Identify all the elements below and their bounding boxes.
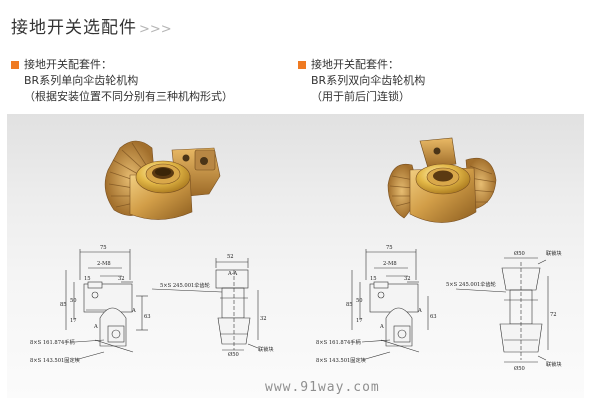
section-title: A-A [227, 271, 237, 277]
dim-label: 15 [84, 276, 91, 282]
page-title-text: 接地开关选配件 [11, 18, 137, 38]
dim-label: 85 [346, 302, 353, 308]
bullet-square-icon [298, 61, 306, 69]
right-mechanism-photo [387, 137, 497, 223]
right-section: 接地开关配套件： BR系列双向伞齿轮机构 （用于前后门连锁） [298, 57, 425, 105]
watermark: www.91way.com [265, 380, 380, 395]
dim-label: Ø50 [514, 250, 525, 257]
section-marker: A [131, 308, 136, 314]
part-label: 8×S 143.501固定块 [316, 356, 367, 364]
dim-label: 17 [356, 318, 363, 324]
part-label: 联锁块 [546, 360, 562, 368]
title-arrows: >>> [139, 22, 172, 37]
dim-label: 63 [144, 314, 151, 320]
section-marker: A [379, 324, 384, 330]
part-label: 5×S 245.001伞齿轮 [160, 281, 210, 289]
dim-label: 50 [356, 298, 363, 304]
right-section-heading: 接地开关配套件： [311, 58, 399, 71]
right-section-line1: BR系列双向伞齿轮机构 [311, 74, 426, 87]
dim-label: 32 [404, 276, 411, 282]
dim-label: Ø50 [228, 351, 239, 358]
dim-label: 75 [100, 245, 107, 251]
right-section-line2: （用于前后门连锁） [311, 90, 410, 103]
part-label: 联锁块 [258, 345, 274, 353]
right-technical-drawing [351, 249, 549, 363]
left-section-line1: BR系列单向伞齿轮机构 [24, 74, 139, 87]
dim-label: 2-M8 [97, 261, 111, 267]
dim-label: Ø50 [514, 365, 525, 372]
left-section-line2: （根据安装位置不同分别有三种机构形式） [24, 90, 233, 103]
part-label: 5×S 245.001伞齿轮 [446, 280, 496, 288]
page-title: 接地开关选配件>>> [11, 13, 172, 38]
dim-label: 63 [430, 314, 437, 320]
bullet-square-icon [11, 61, 19, 69]
part-label: 8×S 143.501固定块 [30, 356, 81, 364]
left-mechanism-photo [104, 140, 221, 220]
dim-label: 75 [386, 245, 393, 251]
section-marker: A [417, 308, 422, 314]
part-label: 联锁块 [546, 249, 562, 257]
left-section-heading: 接地开关配套件： [24, 58, 112, 71]
dim-label: 15 [370, 276, 377, 282]
left-technical-drawing [65, 249, 259, 361]
right-drawing-text: 75 2-M8 32 15 85 50 17 63 Ø50 72 Ø50 A A… [316, 245, 562, 372]
product-panel [7, 114, 584, 398]
dim-label: 50 [70, 298, 77, 304]
left-section: 接地开关配套件： BR系列单向伞齿轮机构 （根据安装位置不同分别有三种机构形式） [11, 57, 233, 105]
part-label: 8×S 161.874手柄 [30, 338, 75, 346]
dim-label: 85 [60, 302, 67, 308]
part-label: 8×S 161.874手柄 [316, 338, 361, 346]
dim-label: 17 [70, 318, 77, 324]
dim-label: 2-M8 [383, 261, 397, 267]
left-drawing-text: 75 2-M8 32 15 85 50 17 52 63 32 Ø50 A A … [30, 245, 274, 364]
dim-label: 52 [227, 254, 234, 260]
dim-label: 32 [118, 276, 125, 282]
section-marker: A [93, 324, 98, 330]
dim-label: 72 [550, 312, 557, 318]
dim-label: 32 [260, 316, 267, 322]
